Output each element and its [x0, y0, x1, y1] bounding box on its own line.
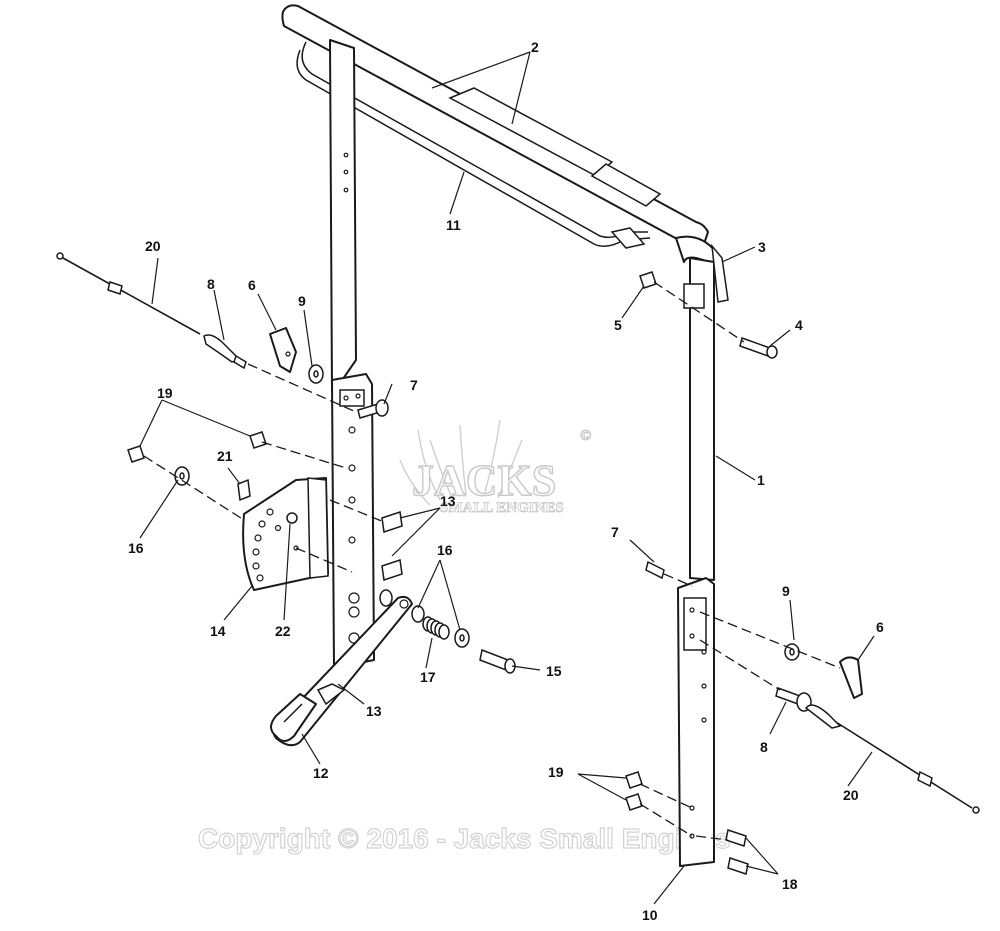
callout-11: 11 [446, 217, 461, 233]
callout-2: 2 [531, 39, 539, 55]
callout-16-left: 16 [128, 540, 144, 556]
callout-13-lower: 13 [366, 703, 382, 719]
callout-8-left: 8 [207, 276, 215, 292]
callout-16-right: 16 [437, 542, 453, 558]
callout-20-right: 20 [843, 787, 859, 803]
callout-13-upper: 13 [440, 493, 456, 509]
part-cables [56, 252, 980, 814]
callout-4: 4 [795, 317, 803, 333]
callout-15: 15 [546, 663, 562, 679]
callout-8-right: 8 [760, 739, 768, 755]
callout-1: 1 [757, 472, 765, 488]
watermark: JACKS © SMALL ENGINES Copyright © 2016 -… [197, 419, 731, 855]
callout-10: 10 [642, 907, 658, 923]
callout-12: 12 [313, 765, 329, 781]
part-bail-rod [296, 41, 651, 249]
callout-9-left: 9 [298, 293, 306, 309]
watermark-logo-sub: SMALL ENGINES [440, 500, 564, 516]
callout-6-right: 6 [876, 619, 884, 635]
part-left-upright [329, 39, 375, 669]
callout-7-right: 7 [611, 524, 619, 540]
callout-20-left: 20 [145, 238, 161, 254]
part-bracket-plate [242, 477, 329, 591]
callout-17: 17 [420, 669, 436, 685]
callout-3: 3 [758, 239, 766, 255]
watermark-logo-mark: © [580, 428, 591, 444]
callout-19-right: 19 [548, 764, 564, 780]
callout-6-left: 6 [248, 277, 256, 293]
callout-21: 21 [217, 448, 233, 464]
watermark-copyright: Copyright © 2016 - Jacks Small Engines [198, 823, 731, 854]
part-shift-lever [270, 595, 413, 747]
callout-9-right: 9 [782, 583, 790, 599]
assembly-lines [143, 281, 841, 841]
callout-14: 14 [210, 623, 226, 639]
leader-lines [139, 51, 875, 905]
watermark-logo: JACKS [412, 456, 556, 505]
part-hardware [127, 271, 863, 875]
callout-22: 22 [275, 623, 291, 639]
callout-5: 5 [614, 317, 622, 333]
watermark-flame-icon [399, 419, 523, 506]
part-spring [422, 616, 450, 640]
callout-18: 18 [782, 876, 798, 892]
callout-7-left: 7 [410, 377, 418, 393]
part-right-upright [677, 243, 729, 867]
callout-19-left: 19 [157, 385, 173, 401]
callouts: 2 3 4 5 6 8 9 20 11 7 19 21 16 13 16 14 … [128, 39, 884, 923]
